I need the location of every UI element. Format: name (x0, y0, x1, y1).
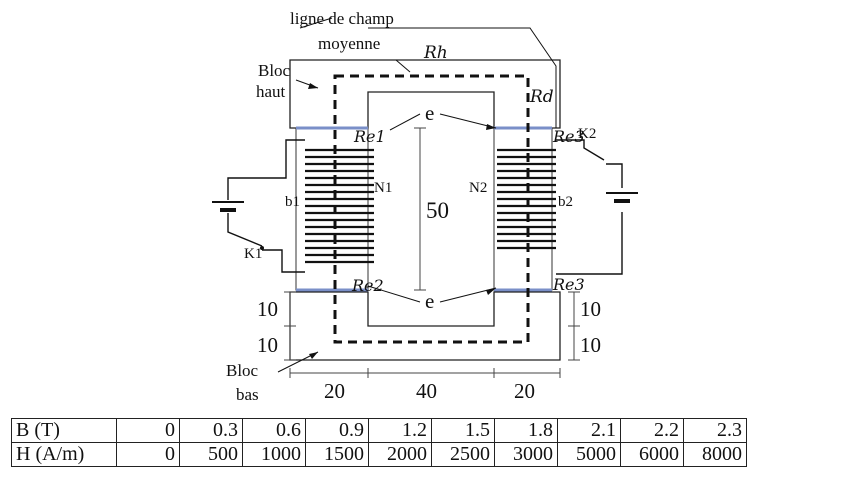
lower-block-label-2: bas (236, 385, 259, 404)
leader-lines (277, 17, 557, 373)
mean-field-line (333, 74, 530, 344)
left-circuit-wires (227, 139, 305, 273)
h-value: 2000 (368, 442, 432, 467)
field-line-label-2: moyenne (318, 34, 380, 53)
upper-block-label-2: haut (256, 82, 286, 101)
b-h-table: B (T) 0 0.3 0.6 0.9 1.2 1.5 1.8 2.1 2.2 … (11, 418, 747, 467)
b-value: 1.5 (431, 418, 495, 443)
left-dimension-top: 10 (257, 297, 278, 321)
coil-b2-windings (497, 148, 556, 250)
h-value: 0 (116, 442, 180, 467)
dimension-lines (284, 127, 580, 378)
magnetic-circuit-diagram: ligne de champ moyenne Bloc haut Rh Rd R… (212, 9, 638, 404)
switch-k1-label: K1 (244, 246, 262, 262)
switch-k1 (260, 246, 264, 250)
h-value: 500 (179, 442, 243, 467)
h-value: 3000 (494, 442, 558, 467)
right-leg (493, 127, 553, 291)
bottom-dimension-middle: 40 (416, 379, 437, 403)
table-row-h: H (A/m) 0 500 1000 1500 2000 2500 3000 5… (11, 442, 747, 467)
upper-block-label-1: Bloc (258, 61, 291, 80)
h-value: 6000 (620, 442, 684, 467)
turns-n2-label: N2 (469, 180, 487, 196)
h-value: 1500 (305, 442, 369, 467)
right-circuit-wires (556, 139, 623, 275)
h-value: 2500 (431, 442, 495, 467)
h-value: 5000 (557, 442, 621, 467)
lower-block-outline (289, 291, 561, 361)
height-dimension-label: 50 (426, 198, 449, 223)
reluctance-upper-label: Rh (423, 43, 448, 63)
bottom-dimension-left: 20 (324, 379, 345, 403)
field-line-label-1: ligne de champ (290, 9, 394, 28)
battery-left (212, 201, 244, 212)
h-value: 8000 (683, 442, 747, 467)
left-leg (295, 127, 369, 291)
switch-k2-label: K2 (578, 126, 596, 142)
h-value: 1000 (242, 442, 306, 467)
b-value: 0.6 (242, 418, 306, 443)
gap-reluctance-3-bottom: Re3 (552, 275, 585, 294)
coil-b1-label: b1 (285, 194, 300, 210)
b-value: 0 (116, 418, 180, 443)
arrowheads (308, 83, 496, 359)
turns-n1-label: N1 (374, 180, 392, 196)
coil-b1-windings (305, 148, 374, 264)
battery-right (606, 192, 638, 203)
b-value: 2.3 (683, 418, 747, 443)
gap-e-top: e (425, 101, 434, 125)
b-header: B (T) (11, 418, 117, 443)
gap-reluctance-1: Re1 (353, 127, 386, 146)
right-dimension-bottom: 10 (580, 333, 601, 357)
h-header: H (A/m) (11, 442, 117, 467)
b-value: 1.2 (368, 418, 432, 443)
left-dimension-bottom: 10 (257, 333, 278, 357)
gap-e-bottom: e (425, 289, 434, 313)
air-gaps (296, 126, 552, 292)
bottom-dimension-right: 20 (514, 379, 535, 403)
b-value: 0.9 (305, 418, 369, 443)
b-value: 2.2 (620, 418, 684, 443)
gap-reluctance-2: Re2 (351, 276, 384, 295)
right-dimension-top: 10 (580, 297, 601, 321)
reluctance-right-label: Rd (529, 87, 554, 107)
lower-block-label-1: Bloc (226, 361, 259, 380)
b-value: 2.1 (557, 418, 621, 443)
gap-reluctance-3-top: Re3 (552, 127, 585, 146)
b-value: 0.3 (179, 418, 243, 443)
b-value: 1.8 (494, 418, 558, 443)
table-row-b: B (T) 0 0.3 0.6 0.9 1.2 1.5 1.8 2.1 2.2 … (11, 418, 747, 443)
coil-b2-label: b2 (558, 194, 573, 210)
